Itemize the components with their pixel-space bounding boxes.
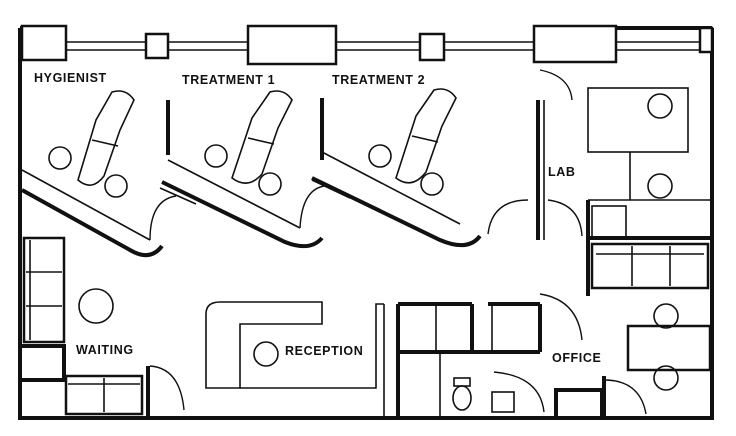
lab-stool (647, 173, 673, 199)
lab-stool (647, 93, 673, 119)
window-cabinet (246, 24, 338, 66)
room-label-lab: LAB (548, 165, 576, 179)
corner-column (20, 24, 68, 62)
dental-chair-hygienist (48, 90, 135, 198)
office-desk (626, 324, 712, 372)
waiting-furniture (18, 236, 150, 418)
operatory-partitions (21, 98, 482, 258)
room-label-treatment-2: TREATMENT 2 (332, 73, 426, 87)
room-label-treatment-1: TREATMENT 1 (182, 73, 276, 87)
restroom-block (396, 302, 604, 420)
room-label-reception: RECEPTION (285, 344, 364, 358)
room-label-office: OFFICE (552, 351, 602, 365)
window-column (144, 32, 170, 60)
reception-counter (205, 301, 385, 418)
dental-chair-treatment-1 (204, 90, 293, 196)
office-sofa (590, 242, 710, 290)
door-swings (149, 69, 647, 415)
window-cabinet (532, 24, 618, 64)
dental-chair-treatment-2 (368, 88, 457, 196)
office-furniture (586, 238, 712, 418)
window-column (418, 32, 446, 62)
room-label-waiting: WAITING (76, 343, 134, 357)
lab-walls (536, 87, 712, 240)
window-strip (20, 24, 714, 66)
room-label-hygienist: HYGIENIST (34, 71, 107, 85)
